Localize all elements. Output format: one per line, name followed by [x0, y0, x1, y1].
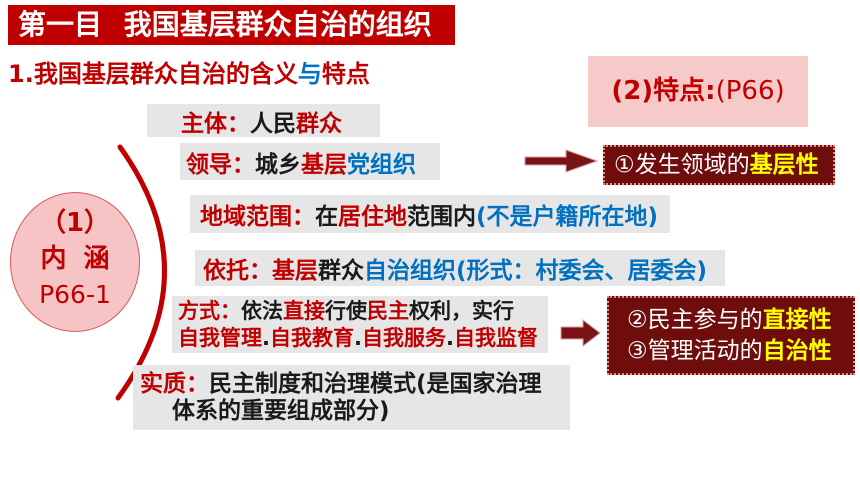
meaning-badge-label: 内 涵 [40, 244, 110, 274]
method-separator-1: . [262, 325, 270, 350]
meaning-item-subject: 主体： 人民 群众 [147, 104, 380, 137]
leadership-text-party-org: 党组织 [347, 151, 416, 178]
territory-text-in: 在 [315, 204, 338, 230]
feature-2-highlight: 直接性 [762, 306, 832, 333]
reliance-text-grassroots: 基层 [272, 258, 318, 284]
meaning-badge-number: （1） [39, 208, 111, 238]
meaning-item-reliance: 依托： 基层 群众 自治组织 (形式：村委会、居委会) [195, 250, 725, 286]
leadership-text-urban-rural: 城乡 [255, 151, 301, 178]
subject-text-masses: 群众 [296, 110, 342, 137]
method-self-service: 自我服务 [361, 325, 446, 350]
subheading-conjunction: 与 [297, 60, 322, 88]
essence-line-2: 体系的重要组成部分) [140, 398, 570, 425]
essence-text-2: 体系的重要组成部分) [172, 397, 390, 424]
meaning-item-essence: 实质： 民主制度和治理模式(是国家治理 体系的重要组成部分) [133, 365, 570, 430]
reliance-text-self-gov-org: 自治组织 [364, 258, 456, 284]
section-title-banner: 第一目 我国基层群众自治的组织 [8, 5, 455, 45]
features-header-page-ref: (P66) [715, 76, 785, 106]
leadership-text-grassroots: 基层 [301, 151, 347, 178]
territory-label: 地域范围： [200, 204, 315, 230]
feature-box-direct-autonomy: ②民主参与的 直接性 ③管理活动的 自治性 [607, 296, 855, 375]
method-text-democratic: 民主 [367, 298, 409, 323]
reliance-note: (形式：村委会、居委会) [456, 258, 708, 284]
method-line-1: 方式： 依法 直接 行使 民主 权利，实行 [178, 298, 548, 325]
features-header-box: (2)特点: (P66) [588, 56, 808, 127]
method-self-supervision: 自我监督 [453, 325, 538, 350]
features-header-label: (2)特点: [611, 76, 716, 106]
feature-2-prefix: ②民主参与的 [627, 306, 763, 333]
subheading-features: 特点 [321, 60, 370, 88]
feature-3-prefix: ③管理活动的 [627, 337, 763, 364]
meaning-badge: （1） 内 涵 P66-1 [10, 192, 140, 332]
method-text-directly: 直接 [283, 298, 325, 323]
method-separator-3: . [445, 325, 454, 350]
subheading-main: 1.我国基层群众自治的含义 [8, 60, 298, 88]
essence-text-1: 民主制度和治理模式(是国家治理 [209, 370, 542, 397]
method-line-2: 自我管理 . 自我教育 . 自我服务 . 自我监督 [178, 325, 548, 352]
feature-3-highlight: 自治性 [762, 337, 832, 364]
territory-text-residence: 居住地 [338, 204, 407, 230]
method-text-lawful: 依法 [241, 298, 283, 323]
section-title: 第一目 我国基层群众自治的组织 [18, 8, 432, 41]
feature-box-grassroots: ①发生领域的 基层性 [603, 145, 835, 185]
feature-1-highlight: 基层性 [749, 152, 819, 178]
essence-line-1: 实质： 民主制度和治理模式(是国家治理 [140, 371, 570, 398]
method-self-education: 自我教育 [269, 325, 354, 350]
method-text-exercise: 行使 [325, 298, 367, 323]
territory-text-within: 范围内 [407, 204, 476, 230]
subject-label: 主体： [181, 110, 250, 137]
territory-note: (不是户籍所在地) [476, 204, 659, 230]
reliance-label: 依托： [203, 258, 272, 284]
arrow-to-features-2-3 [560, 318, 601, 348]
method-text-rights: 权利，实行 [409, 298, 514, 323]
meaning-item-leadership: 领导： 城乡 基层 党组织 [180, 143, 440, 180]
arrow-to-feature-1 [524, 149, 599, 173]
subject-text-people: 人民 [250, 110, 296, 137]
leadership-label: 领导： [186, 151, 255, 178]
feature-1-prefix: ①发生领域的 [614, 152, 750, 178]
meaning-item-territory: 地域范围： 在 居住地 范围内 (不是户籍所在地) [190, 195, 670, 233]
method-label: 方式： [178, 298, 241, 323]
subheading: 1.我国基层群众自治的含义 与 特点 [8, 60, 370, 88]
meaning-item-method: 方式： 依法 直接 行使 民主 权利，实行 自我管理 . 自我教育 . 自我服务… [172, 296, 548, 353]
essence-label: 实质： [140, 370, 209, 397]
method-self-management: 自我管理 [178, 325, 262, 350]
reliance-text-masses: 群众 [318, 258, 364, 284]
meaning-badge-page-ref: P66-1 [39, 280, 111, 309]
method-separator-2: . [353, 325, 362, 350]
